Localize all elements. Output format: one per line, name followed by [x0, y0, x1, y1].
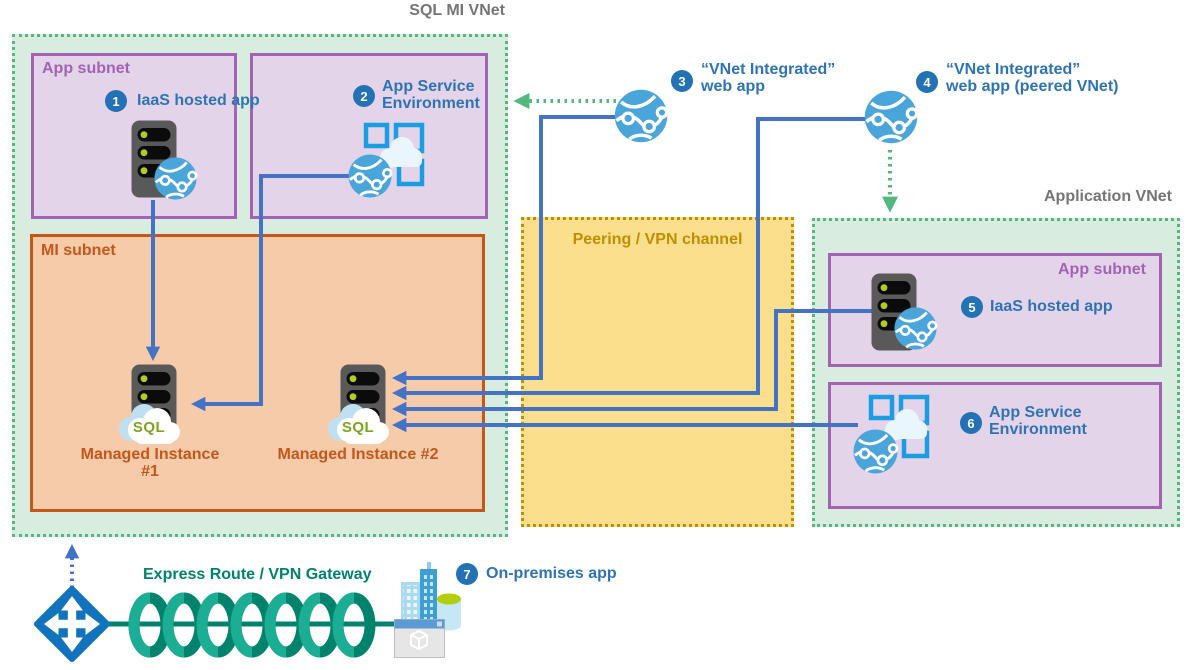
mi-subnet-label: MI subnet: [41, 242, 116, 259]
web-globe-icon-1: [153, 156, 198, 201]
ase-label-right: App Service Environment: [989, 404, 1087, 438]
web-globe-icon-5: [893, 306, 938, 351]
vpn-gateway-icon: [34, 586, 110, 662]
web-globe-icon-ase-left: [347, 153, 393, 199]
badge-4: 4: [916, 71, 938, 93]
on-premises-buildings-icon: [394, 561, 462, 659]
managed-instance-1-label: Managed Instance #1: [80, 446, 220, 480]
managed-instance-2-label: Managed Instance #2: [277, 446, 439, 463]
ase-label-left: App Service Environment: [382, 78, 480, 112]
application-vnet-title: Application VNet: [1043, 188, 1172, 205]
app-subnet-label-right: App subnet: [1058, 261, 1146, 278]
badge-7: 7: [456, 563, 478, 585]
web-globe-icon-ase-right: [852, 428, 899, 475]
sql-label-1: SQL: [132, 419, 166, 436]
vnet-integrated-webapp-label: “VNet Integrated” web app: [701, 61, 836, 95]
badge-5: 5: [961, 296, 983, 318]
sql-mi-vnet-title: SQL MI VNet: [409, 2, 505, 19]
express-route-label: Express Route / VPN Gateway: [143, 566, 372, 583]
vpn-coil-icon: [126, 592, 394, 658]
web-app-globe-icon-3: [613, 88, 669, 144]
iaas-hosted-app-label-1: IaaS hosted app: [137, 92, 260, 109]
badge-1: 1: [105, 90, 127, 112]
app-subnet-label-left: App subnet: [42, 60, 130, 77]
on-premises-app-label: On-premises app: [486, 565, 617, 582]
web-app-globe-icon-4: [863, 89, 919, 145]
badge-2: 2: [353, 85, 375, 107]
badge-3: 3: [671, 70, 693, 92]
peering-channel-label: Peering / VPN channel: [572, 231, 743, 248]
sql-label-2: SQL: [341, 419, 375, 436]
vnet-integrated-peered-webapp-label: “VNet Integrated” web app (peered VNet): [946, 61, 1119, 95]
badge-6: 6: [960, 412, 982, 434]
peering-channel-box: [521, 217, 794, 527]
iaas-hosted-app-label-5: IaaS hosted app: [990, 298, 1113, 315]
